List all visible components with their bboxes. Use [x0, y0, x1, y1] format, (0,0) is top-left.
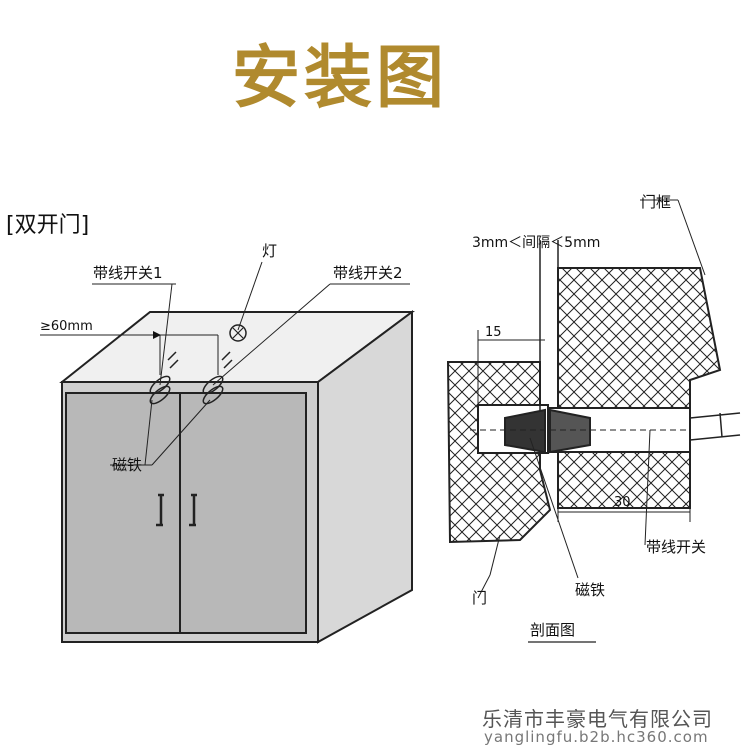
label-magnet-left: 磁铁 [112, 456, 142, 474]
label-distance: ≥60mm [40, 319, 93, 334]
heading-double-door: [双开门] [6, 213, 89, 238]
label-magnet-right: 磁铁 [575, 581, 605, 599]
company-name: 乐清市丰豪电气有限公司 [482, 707, 713, 731]
label-switch-2: 带线开关2 [333, 264, 403, 282]
label-lamp: 灯 [262, 242, 277, 260]
company-url: yanglingfu.b2b.hc360.com [484, 728, 709, 746]
label-door: 门 [472, 589, 487, 607]
cabinet-drawing [40, 261, 416, 644]
label-section: 剖面图 [530, 621, 575, 639]
page-title: 安装图 [231, 39, 448, 118]
label-dim-30: 30 [614, 495, 631, 510]
label-wired-switch: 带线开关 [646, 538, 706, 556]
label-frame: 门框 [641, 193, 671, 211]
label-gap: 3mm＜间隔＜5mm [472, 235, 600, 251]
label-dim-15: 15 [485, 325, 502, 340]
label-switch-1: 带线开关1 [93, 264, 163, 282]
section-drawing [446, 199, 741, 599]
